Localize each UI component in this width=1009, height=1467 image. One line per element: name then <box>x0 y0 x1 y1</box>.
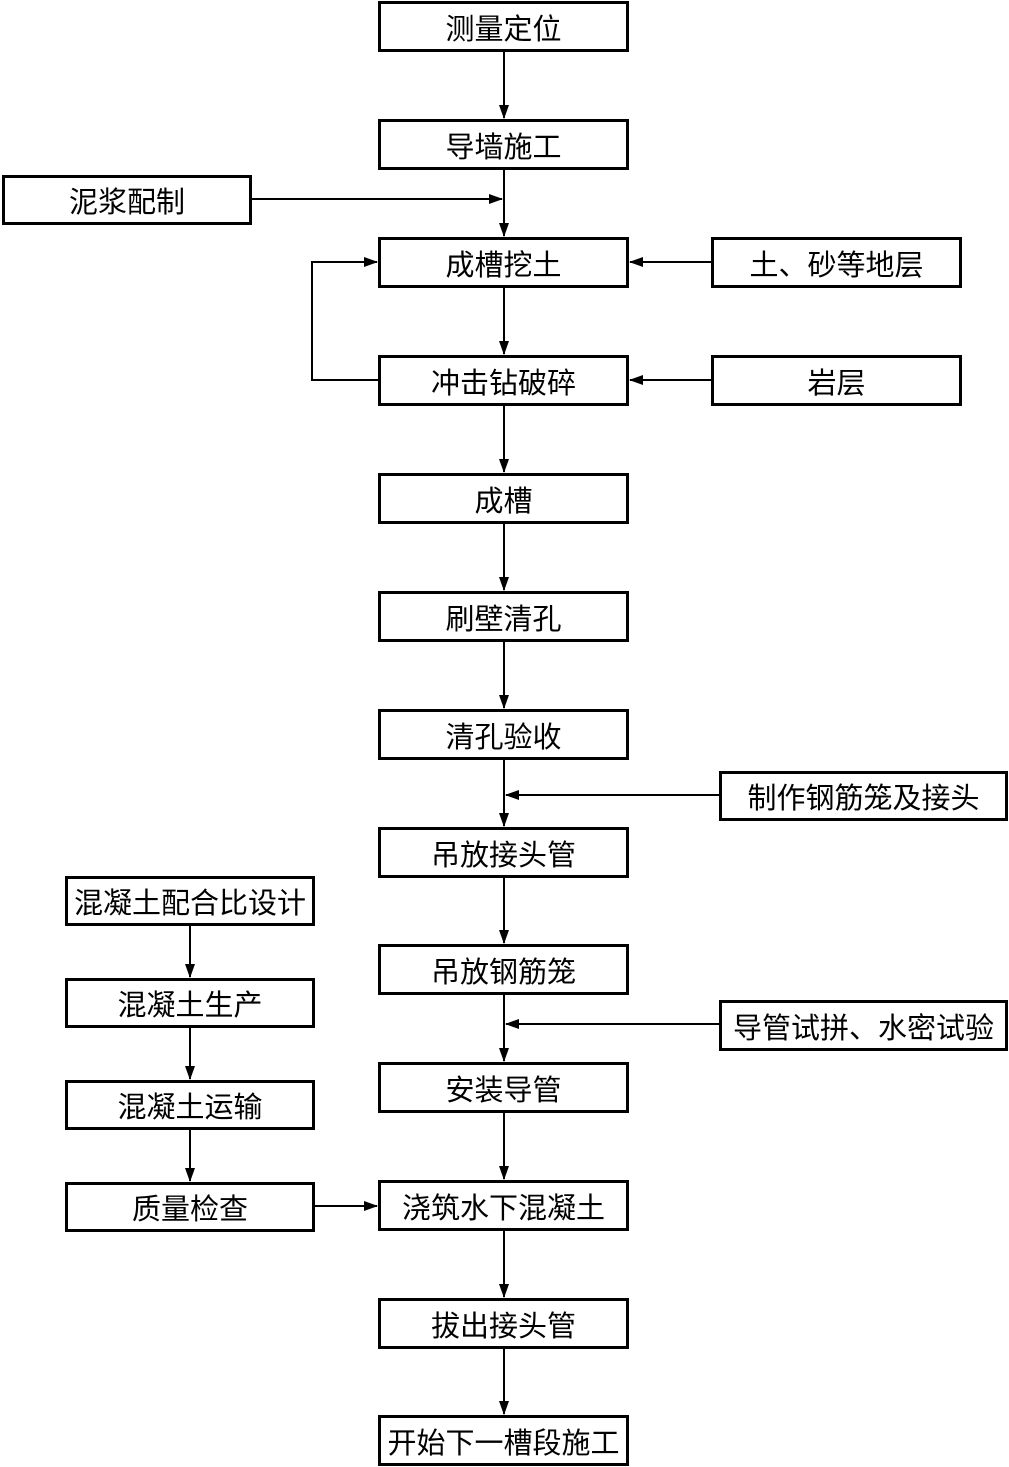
step-dig-label: 成槽挖土 <box>445 247 562 282</box>
concrete-mix-label: 混凝土配合比设计 <box>73 886 306 920</box>
step-install-pipe-label: 安装导管 <box>445 1072 562 1107</box>
step-dig: 成槽挖土 <box>378 237 629 288</box>
concrete-produce-label: 混凝土生产 <box>117 988 263 1022</box>
step-joint-pipe: 吊放接头管 <box>378 827 629 878</box>
input-trial: 导管试拼、水密试验 <box>719 1000 1008 1051</box>
step-next-label: 开始下一槽段施工 <box>387 1425 620 1460</box>
step-cage: 吊放钢筋笼 <box>378 944 629 995</box>
concrete-mix: 混凝土配合比设计 <box>65 876 315 926</box>
step-impact-drill-label: 冲击钻破碎 <box>430 365 576 400</box>
step-guide-wall-label: 导墙施工 <box>445 129 562 164</box>
concrete-quality-label: 质量检查 <box>131 1192 248 1226</box>
step-cage-label: 吊放钢筋笼 <box>430 954 576 989</box>
input-trial-label: 导管试拼、水密试验 <box>732 1010 994 1045</box>
input-make-cage-label: 制作钢筋笼及接头 <box>747 781 980 815</box>
input-rock-label: 岩层 <box>807 365 866 400</box>
step-survey: 测量定位 <box>378 1 629 52</box>
step-brush: 刷壁清孔 <box>378 591 629 642</box>
step-brush-label: 刷壁清孔 <box>445 601 562 636</box>
concrete-produce: 混凝土生产 <box>65 978 315 1028</box>
step-accept-label: 清孔验收 <box>445 719 562 754</box>
step-guide-wall: 导墙施工 <box>378 119 629 170</box>
step-install-pipe: 安装导管 <box>378 1062 629 1113</box>
step-impact-drill: 冲击钻破碎 <box>378 355 629 406</box>
step-survey-label: 测量定位 <box>445 11 562 46</box>
step-pour: 浇筑水下混凝土 <box>378 1180 629 1231</box>
step-pull-label: 拔出接头管 <box>430 1308 576 1343</box>
arrow-loop-back <box>311 257 378 381</box>
step-next: 开始下一槽段施工 <box>378 1415 629 1466</box>
input-make-cage: 制作钢筋笼及接头 <box>719 771 1008 821</box>
concrete-quality: 质量检查 <box>65 1182 315 1232</box>
input-slurry-label: 泥浆配制 <box>68 185 185 219</box>
step-pour-label: 浇筑水下混凝土 <box>401 1190 605 1225</box>
input-slurry: 泥浆配制 <box>2 175 252 225</box>
input-soil-label: 土、砂等地层 <box>749 247 924 282</box>
input-soil: 土、砂等地层 <box>711 237 962 288</box>
step-joint-pipe-label: 吊放接头管 <box>430 837 576 872</box>
concrete-transport: 混凝土运输 <box>65 1080 315 1130</box>
step-accept: 清孔验收 <box>378 709 629 760</box>
step-pull: 拔出接头管 <box>378 1298 629 1349</box>
step-trench: 成槽 <box>378 473 629 524</box>
concrete-transport-label: 混凝土运输 <box>117 1090 263 1124</box>
input-rock: 岩层 <box>711 355 962 406</box>
step-trench-label: 成槽 <box>474 483 533 518</box>
